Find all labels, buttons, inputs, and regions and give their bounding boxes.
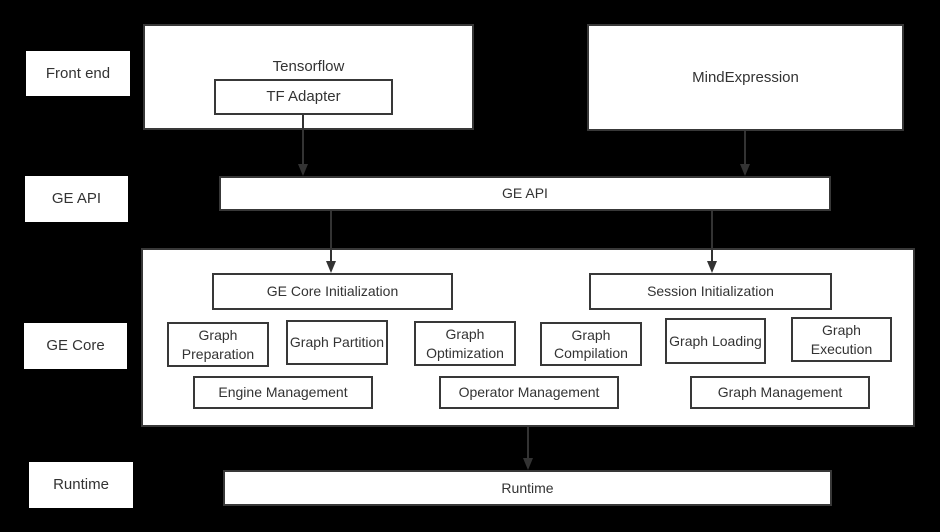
row-label-ge-core: GE Core (24, 323, 127, 369)
graph-loading-box: Graph Loading (665, 318, 766, 364)
runtime-bar: Runtime (223, 470, 832, 506)
graph-partition-box: Graph Partition (286, 320, 388, 365)
graph-execution-box: Graph Execution (791, 317, 892, 362)
graph-optimization-box: Graph Optimization (414, 321, 516, 366)
tf-adapter-box: TF Adapter (214, 79, 393, 115)
arrow-down-gecore-to-runtime (522, 427, 533, 470)
tensorflow-label: Tensorflow (272, 58, 345, 75)
arrow-down-geapi-to-gecore-init (325, 211, 336, 273)
ge-core-initialization-box: GE Core Initialization (212, 273, 453, 310)
operator-management-box: Operator Management (439, 376, 619, 409)
ge-api-bar: GE API (219, 176, 831, 211)
arrow-line (329, 211, 332, 261)
row-label-ge-api: GE API (25, 176, 128, 222)
arrow-down-tfadapter-to-geapi (297, 115, 308, 176)
arrow-head-icon (522, 458, 533, 470)
arrow-head-icon (297, 164, 308, 176)
arrow-head-icon (325, 261, 336, 273)
graph-compilation-box: Graph Compilation (540, 322, 642, 366)
arrow-head-icon (739, 164, 750, 176)
arrow-head-icon (706, 261, 717, 273)
graph-preparation-box: Graph Preparation (167, 322, 269, 367)
engine-management-box: Engine Management (193, 376, 373, 409)
arrow-line (526, 427, 529, 458)
arrow-line (710, 211, 713, 261)
mindexpression-box: MindExpression (587, 24, 904, 131)
session-initialization-box: Session Initialization (589, 273, 832, 310)
arrow-line (743, 131, 746, 164)
arrow-down-geapi-to-session-init (706, 211, 717, 273)
arrow-down-mindexpression-to-geapi (739, 131, 750, 176)
row-label-runtime: Runtime (29, 462, 133, 508)
graph-management-box: Graph Management (690, 376, 870, 409)
arrow-line (301, 115, 304, 164)
row-label-front-end: Front end (26, 51, 130, 96)
